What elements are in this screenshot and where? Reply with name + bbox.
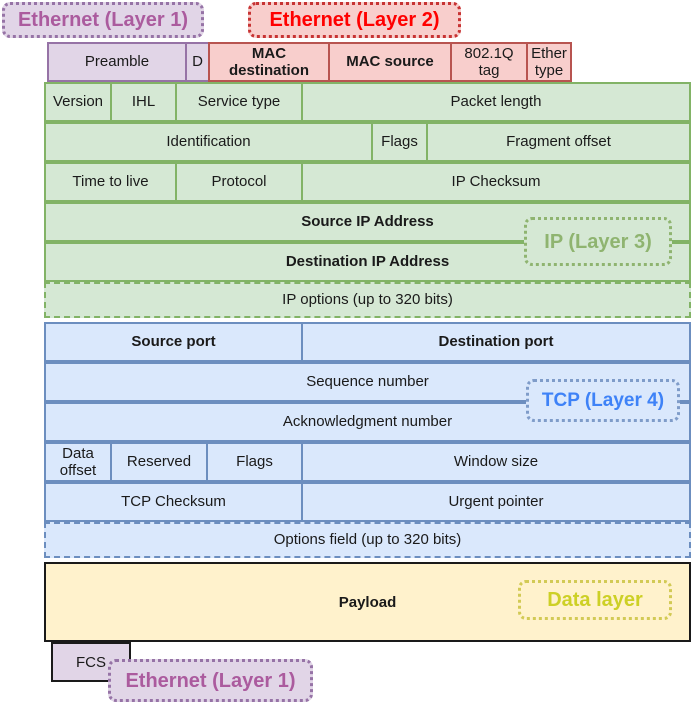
ip-row-3: Time to live Protocol IP Checksum — [44, 162, 691, 202]
field-packet-length: Packet length — [301, 82, 691, 122]
ethernet-layer1-label-top: Ethernet (Layer 1) — [2, 2, 204, 38]
field-data-offset: Data offset — [44, 442, 112, 482]
ip-row-options: IP options (up to 320 bits) — [44, 282, 691, 318]
ethernet-layer2-label: Ethernet (Layer 2) — [248, 2, 461, 38]
field-ip-checksum: IP Checksum — [301, 162, 691, 202]
field-mac-destination: MAC destination — [208, 42, 330, 82]
field-ip-flags: Flags — [371, 122, 428, 162]
field-preamble: Preamble — [47, 42, 187, 82]
field-fragment-offset: Fragment offset — [426, 122, 691, 162]
field-protocol: Protocol — [175, 162, 303, 202]
ip-layer3-label: IP (Layer 3) — [524, 217, 672, 266]
field-ether-type: Ether type — [526, 42, 572, 82]
field-tcp-checksum: TCP Checksum — [44, 482, 303, 522]
ethernet-header-row: Preamble D MAC destination MAC source 80… — [47, 42, 572, 82]
field-destination-port: Destination port — [301, 322, 691, 362]
field-8021q-tag: 802.1Q tag — [450, 42, 528, 82]
tcp-row-ports: Source port Destination port — [44, 322, 691, 362]
field-mac-source: MAC source — [328, 42, 452, 82]
data-layer-label: Data layer — [518, 580, 672, 620]
tcp-layer4-label: TCP (Layer 4) — [526, 379, 680, 422]
field-reserved: Reserved — [110, 442, 208, 482]
field-urgent-pointer: Urgent pointer — [301, 482, 691, 522]
field-ihl: IHL — [110, 82, 177, 122]
field-tcp-flags: Flags — [206, 442, 303, 482]
tcp-row-options: Options field (up to 320 bits) — [44, 522, 691, 558]
ethernet-layer1-label-bottom: Ethernet (Layer 1) — [108, 659, 313, 702]
field-window-size: Window size — [301, 442, 691, 482]
field-ttl: Time to live — [44, 162, 177, 202]
field-identification: Identification — [44, 122, 373, 162]
tcp-row-5: TCP Checksum Urgent pointer — [44, 482, 691, 522]
field-service-type: Service type — [175, 82, 303, 122]
field-delimiter: D — [185, 42, 210, 82]
tcp-row-4: Data offset Reserved Flags Window size — [44, 442, 691, 482]
ip-row-1: Version IHL Service type Packet length — [44, 82, 691, 122]
field-tcp-options: Options field (up to 320 bits) — [44, 522, 691, 558]
field-ip-options: IP options (up to 320 bits) — [44, 282, 691, 318]
field-version: Version — [44, 82, 112, 122]
ip-row-2: Identification Flags Fragment offset — [44, 122, 691, 162]
field-source-port: Source port — [44, 322, 303, 362]
